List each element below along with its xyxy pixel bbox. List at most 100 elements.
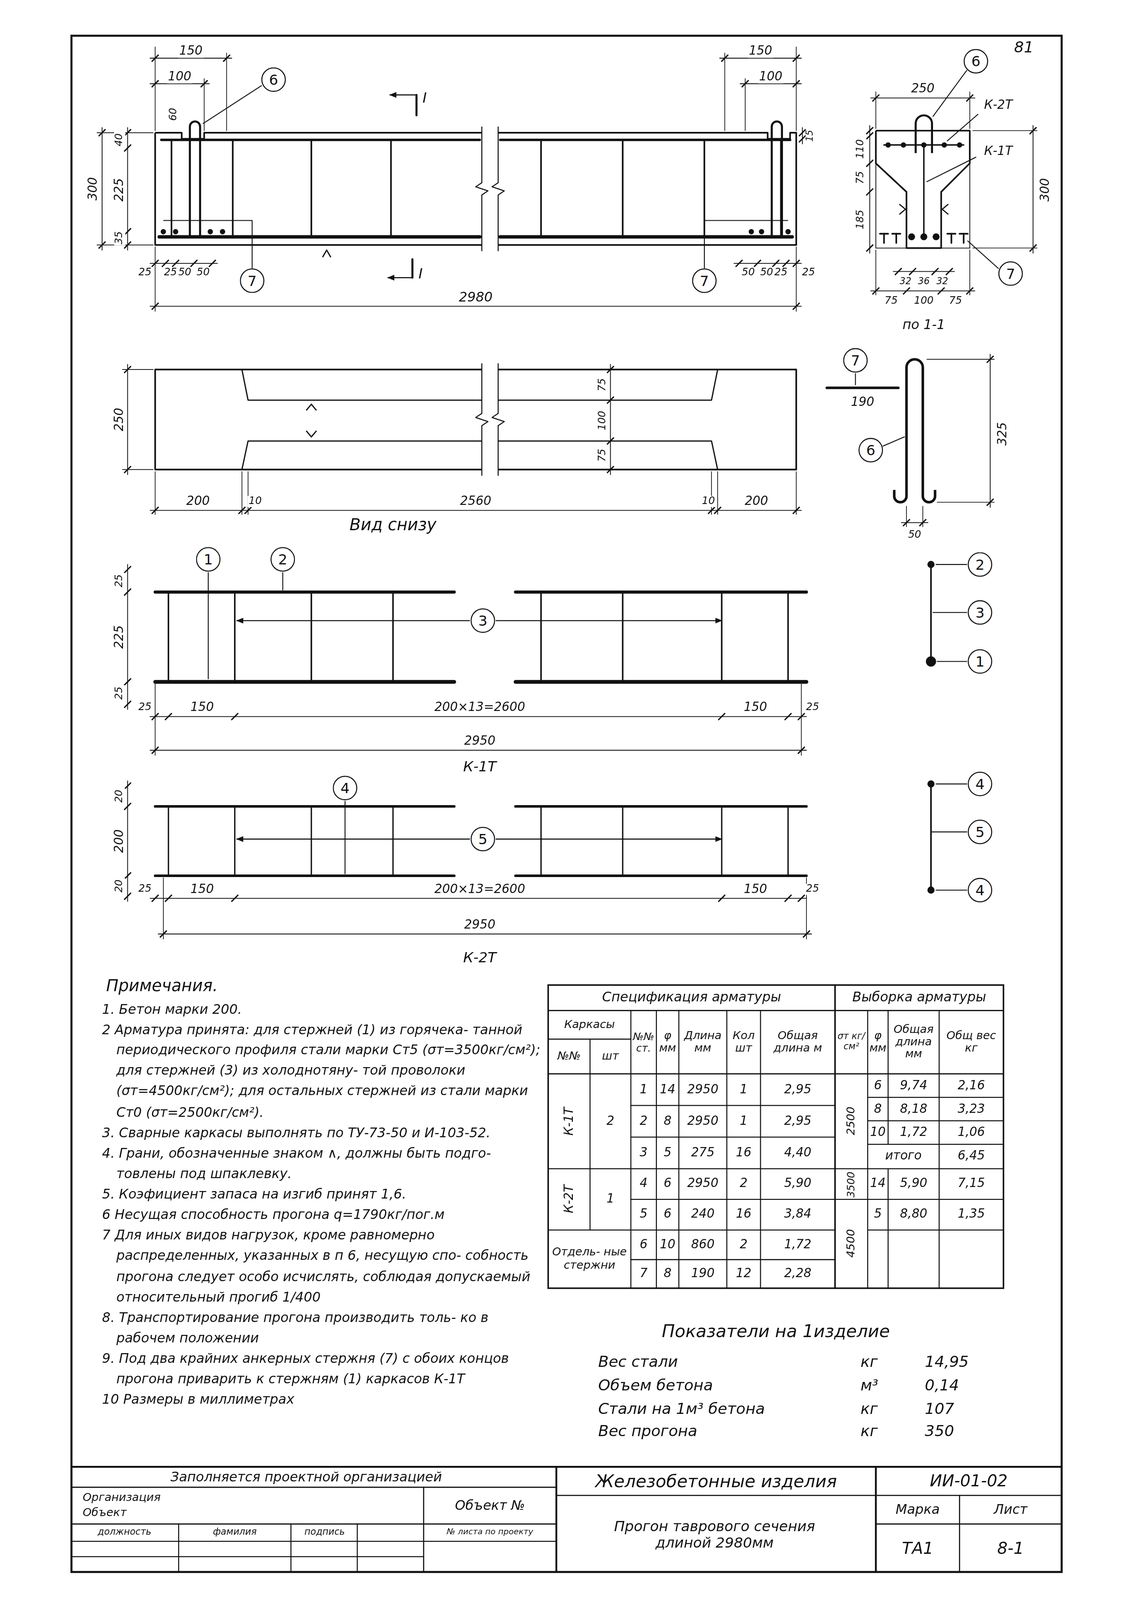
extension-line bbox=[905, 506, 907, 527]
extension-line bbox=[96, 244, 153, 246]
table-cell: 16 bbox=[726, 1199, 761, 1231]
rebar-dot bbox=[900, 142, 906, 148]
section-outline bbox=[875, 130, 970, 248]
dimension-label: 50 bbox=[907, 529, 923, 541]
note-text: 5. Коэфициент запаса на изгиб принят 1,6… bbox=[102, 1184, 544, 1205]
table-rule bbox=[631, 1259, 836, 1260]
title-rule bbox=[875, 1523, 1062, 1526]
dimension-label: 75 bbox=[596, 447, 608, 463]
table-cell: 2500 bbox=[834, 1073, 868, 1169]
callout-text: 7 bbox=[247, 273, 257, 288]
leader-arrow bbox=[496, 619, 722, 621]
extension-line bbox=[744, 78, 746, 131]
table-rule bbox=[867, 1143, 1004, 1145]
callout-number: 4 bbox=[967, 877, 993, 903]
table-cell: 6 bbox=[656, 1168, 680, 1200]
dimension-label: 200×13=2600 bbox=[433, 700, 527, 714]
anchor-loop bbox=[771, 121, 783, 238]
anchor-bar bbox=[950, 233, 953, 243]
dimension-tick bbox=[937, 287, 945, 294]
face-mark bbox=[942, 204, 949, 215]
table-cell: φ мм bbox=[867, 1010, 889, 1075]
table-cell: 14 bbox=[656, 1073, 680, 1106]
table-cell-text: 6,45 bbox=[957, 1149, 985, 1164]
table-cell: 8 bbox=[656, 1259, 680, 1289]
indicator-text: Показатели на 1изделие bbox=[660, 1322, 891, 1342]
callout-text: 5 bbox=[478, 831, 488, 846]
dimension-label: 32 bbox=[935, 277, 950, 287]
table-cell: 5 bbox=[631, 1199, 657, 1231]
stirrup bbox=[621, 591, 624, 682]
dimension-line bbox=[610, 364, 612, 475]
rebar-dot bbox=[927, 780, 935, 788]
table-cell-text: 4,40 bbox=[784, 1146, 812, 1160]
table-cell-text: 2950 bbox=[687, 1177, 719, 1191]
dimension-label: 20 bbox=[114, 878, 125, 894]
table-cell-text: 860 bbox=[691, 1238, 715, 1252]
callout-number: 5 bbox=[470, 826, 496, 852]
note-text: 6 Несущая способность прогона q=1790кг/п… bbox=[102, 1204, 544, 1226]
table-cell: 5 bbox=[656, 1137, 680, 1169]
beam-outline bbox=[154, 369, 482, 470]
table-cell-text: 1 bbox=[739, 1114, 748, 1128]
anchor-bar bbox=[895, 233, 898, 243]
title-rule bbox=[71, 1541, 557, 1542]
table-rule bbox=[631, 1104, 836, 1106]
stirrup bbox=[540, 139, 542, 237]
table-cell-text: Общая длина мм bbox=[888, 1023, 940, 1061]
table-cell: Каркасы bbox=[548, 1010, 631, 1040]
table-cell-text: 5 bbox=[663, 1146, 672, 1160]
callout-text: 6 bbox=[269, 72, 279, 87]
table-cell: Марка bbox=[875, 1495, 960, 1525]
leader-line bbox=[207, 572, 209, 680]
extension-line bbox=[973, 247, 1038, 249]
title-rule bbox=[555, 1466, 558, 1573]
table-rule bbox=[630, 1010, 632, 1289]
note-text: 7 Для иных видов нагрузок, кроме равноме… bbox=[102, 1225, 544, 1308]
table-cell-text: Каркасы bbox=[564, 1018, 615, 1032]
section-mark bbox=[411, 259, 414, 278]
stirrup bbox=[540, 806, 542, 876]
leader-arrow bbox=[389, 94, 417, 96]
section-mark bbox=[415, 95, 418, 116]
face-mark bbox=[899, 204, 906, 215]
table-cell-text: 2 bbox=[739, 1177, 748, 1191]
extension-line bbox=[162, 877, 164, 940]
indicator-text: 14,95 bbox=[923, 1354, 970, 1371]
dimension-label: 110 bbox=[855, 138, 866, 160]
extension-line bbox=[154, 246, 156, 312]
stirrup bbox=[720, 591, 723, 682]
dimension-label: 325 bbox=[996, 421, 1009, 447]
table-cell-text: 8 bbox=[663, 1267, 672, 1281]
title-rule bbox=[423, 1487, 425, 1573]
callout-number: 7 bbox=[843, 348, 868, 373]
stirrup bbox=[621, 139, 624, 237]
table-rule bbox=[867, 1229, 1004, 1231]
note-text: 2 Арматура принята: для стержней (1) из … bbox=[102, 1019, 544, 1123]
dimension-label: 50 bbox=[758, 267, 775, 279]
table-cell-text: 8 bbox=[663, 1114, 672, 1128]
table-cell-text: Отдель- ные стержни bbox=[548, 1247, 631, 1272]
title-rule bbox=[556, 1494, 1062, 1497]
note-text: 9. Под два крайних анкерных стержня (7) … bbox=[102, 1348, 544, 1391]
dimension-line bbox=[989, 354, 991, 508]
dimension-label: 100 bbox=[913, 295, 935, 307]
table-rule bbox=[631, 1199, 836, 1200]
table-cell: 4 bbox=[631, 1168, 657, 1200]
dimension-label: 36 bbox=[917, 277, 931, 287]
table-cell: 6 bbox=[631, 1230, 657, 1260]
table-cell-text: 2,28 bbox=[784, 1267, 812, 1281]
callout-text: 2 bbox=[975, 557, 985, 572]
table-cell-text: 1,06 bbox=[957, 1125, 985, 1140]
table-cell-text: 1,72 bbox=[900, 1125, 928, 1140]
table-cell-text: 2 bbox=[639, 1114, 648, 1128]
table-cell: 1 bbox=[590, 1168, 632, 1231]
dimension-label: К-1Т bbox=[462, 758, 498, 775]
title-rule bbox=[178, 1524, 179, 1573]
table-cell: 16 bbox=[726, 1137, 761, 1169]
dimension-tick bbox=[124, 782, 131, 790]
note-text: 10 Размеры в миллиметрах bbox=[102, 1390, 544, 1411]
stirrup bbox=[167, 591, 170, 682]
note-text: 4. Грани, обозначенные знаком ∧, должны … bbox=[102, 1143, 544, 1185]
leader-line bbox=[926, 157, 976, 182]
